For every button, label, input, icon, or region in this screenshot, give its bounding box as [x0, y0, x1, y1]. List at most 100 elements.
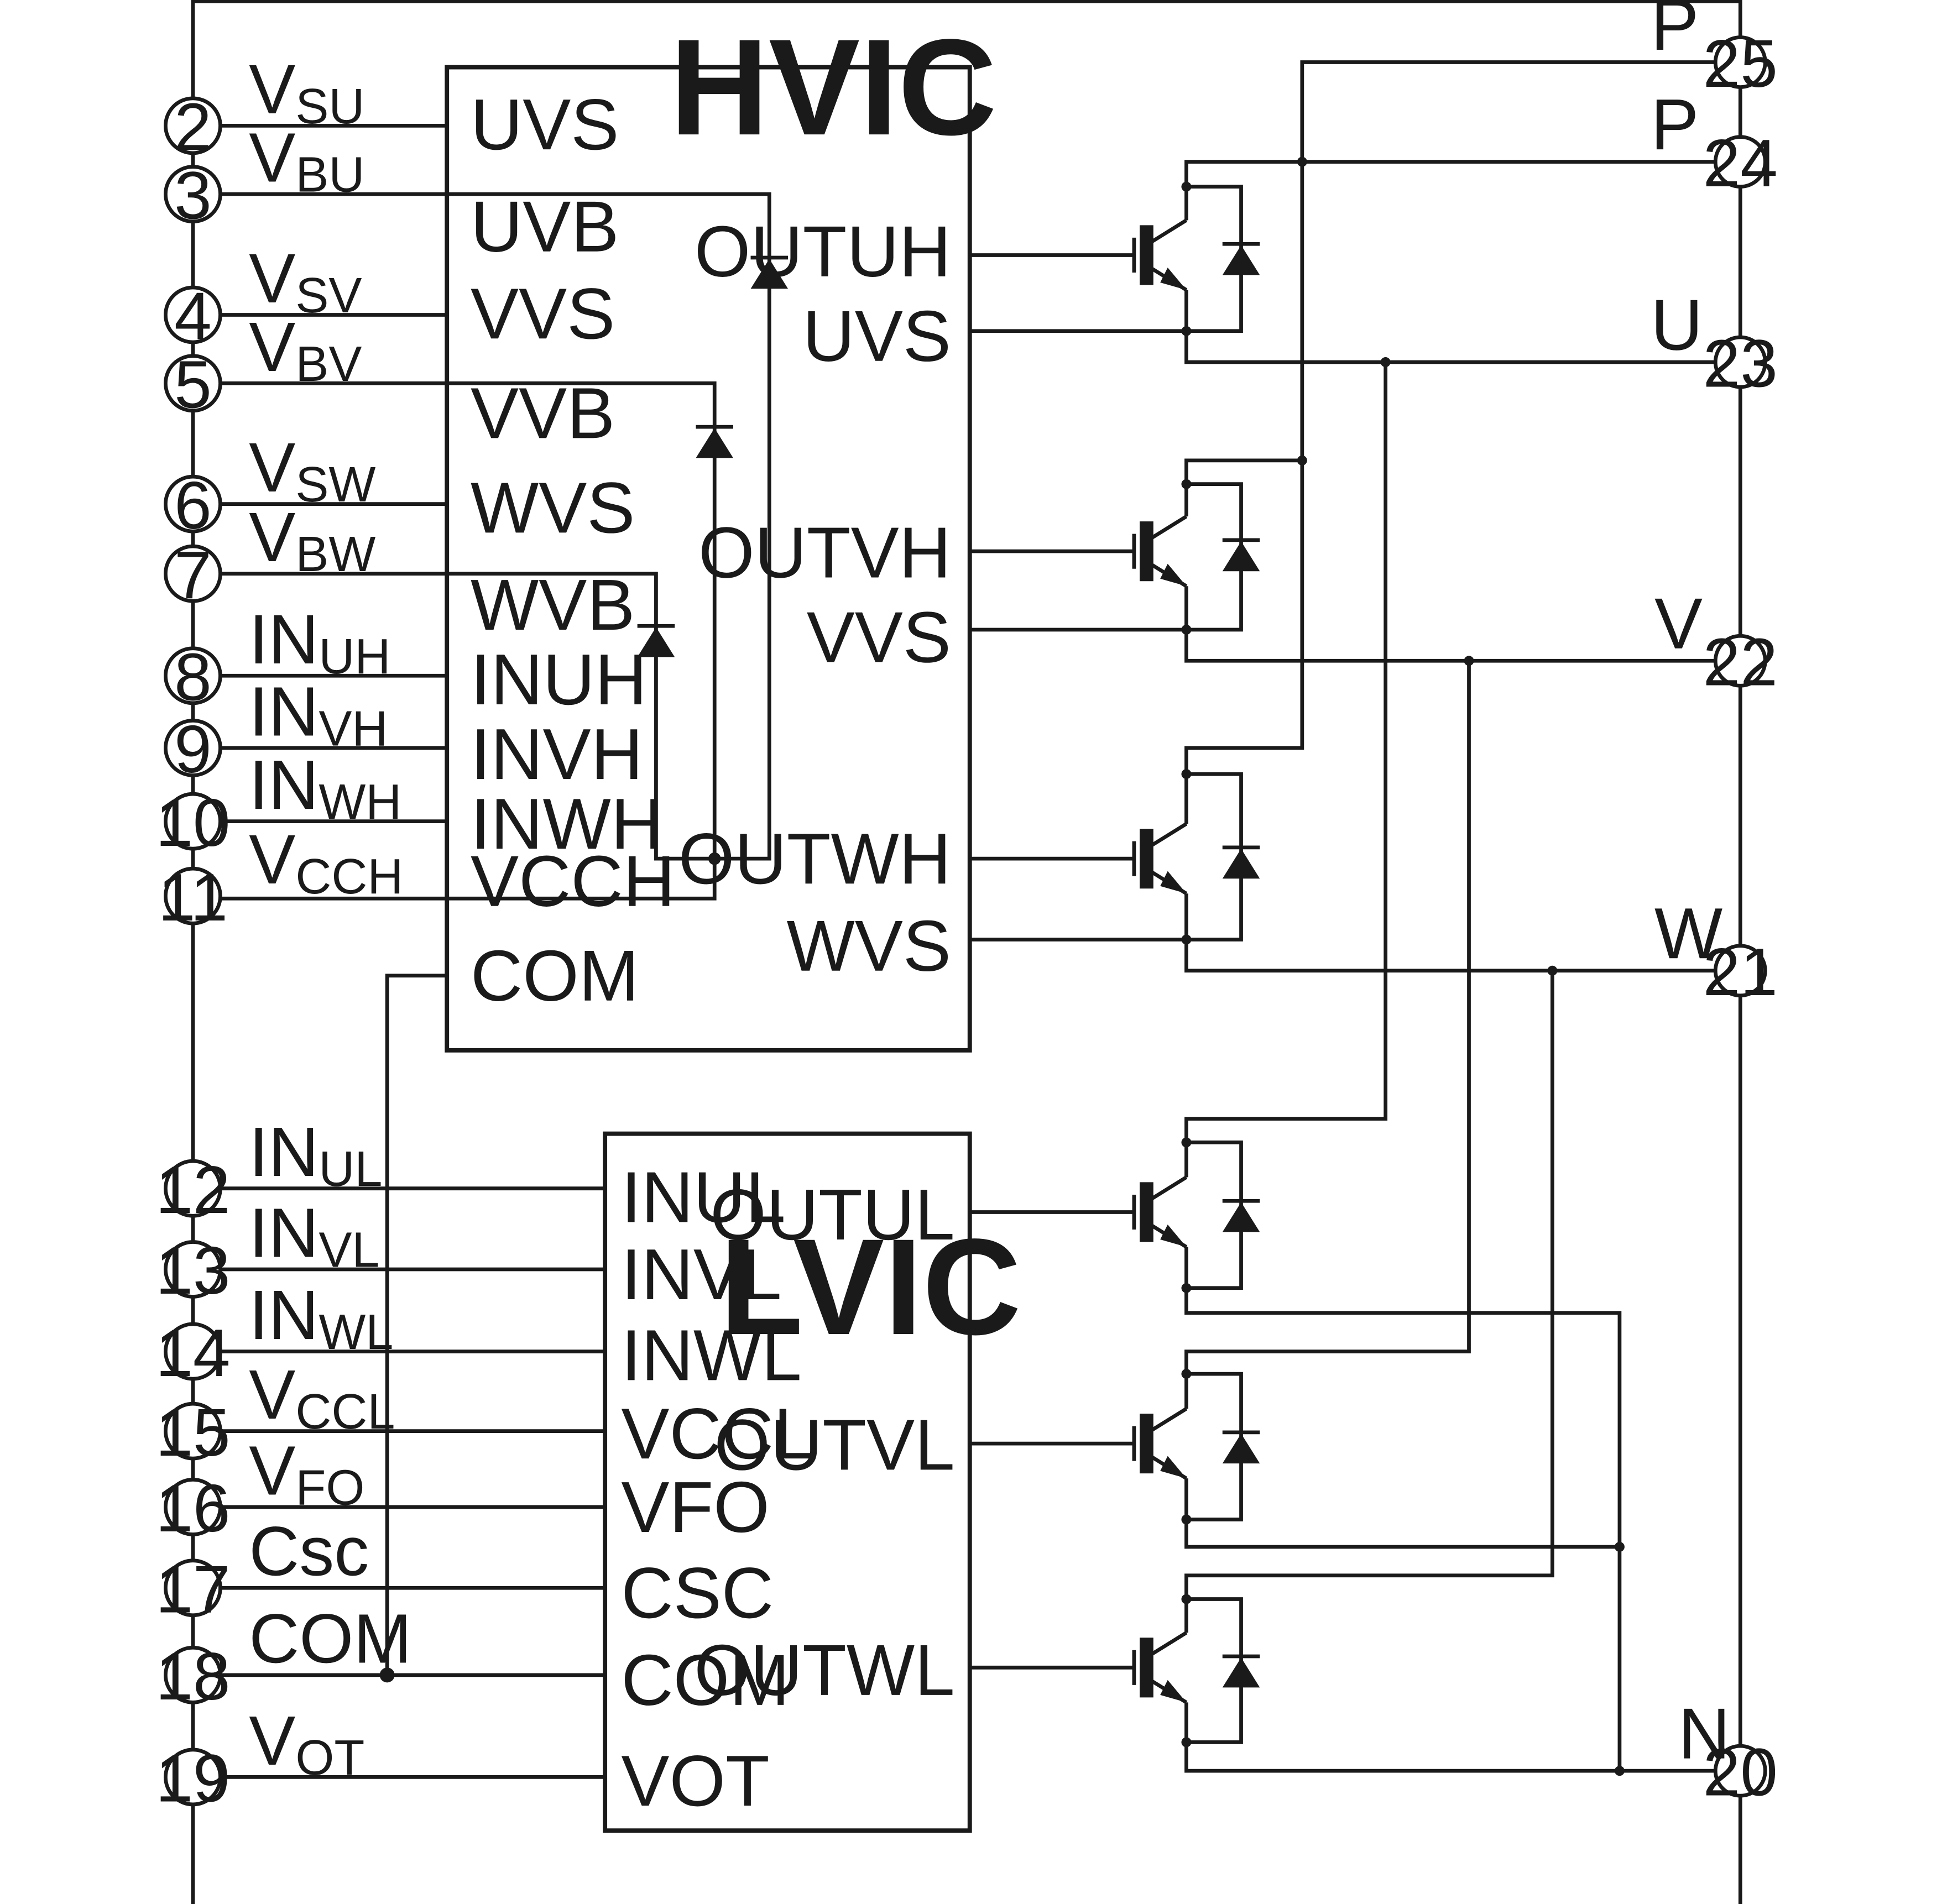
junction-dot	[1380, 357, 1391, 368]
pin-number: 16	[155, 1471, 230, 1546]
pin-17	[164, 1558, 222, 1618]
emitter-arrow	[1160, 563, 1187, 587]
terminal-label: N	[1678, 1693, 1730, 1774]
pin-number: 7	[174, 537, 212, 613]
lvic-port-label: VOT	[621, 1740, 769, 1821]
hvic-port-label: INVH	[471, 714, 643, 794]
pin-signal-label: INVL	[249, 1194, 379, 1278]
terminal-label: P	[1651, 84, 1699, 165]
pin-6	[164, 474, 222, 533]
collector-diagonal	[1149, 218, 1188, 244]
pin-23	[1713, 335, 1767, 389]
wire	[1184, 970, 1554, 1599]
pin-number: 12	[155, 1152, 230, 1227]
wire	[1184, 362, 1388, 1143]
diode-triangle	[1222, 1657, 1260, 1688]
hvic-port-label: UVB	[471, 186, 619, 267]
pin-signal-label: VFO	[249, 1431, 364, 1515]
pin-number: 5	[174, 347, 212, 422]
lvic-port-label: INUL	[621, 1157, 785, 1237]
pin-18	[164, 1645, 222, 1704]
junction-dot	[1181, 1137, 1192, 1148]
pin-number: 23	[1703, 326, 1778, 401]
diode-triangle	[1222, 1202, 1260, 1232]
junction-dot	[1547, 965, 1558, 976]
lvic-port-label: VFO	[621, 1467, 769, 1547]
hvic-port-label: COM	[471, 935, 639, 1016]
pin-signal-label: VBW	[249, 498, 375, 582]
diode-loop	[1186, 1141, 1243, 1290]
junction-dot	[1181, 624, 1192, 635]
pin-signal-label: VCCH	[249, 820, 403, 904]
wire	[1184, 331, 1741, 364]
collector-diagonal	[1149, 1407, 1188, 1433]
hvic-port-label: VCCH	[471, 841, 675, 922]
junction-dot	[1181, 326, 1192, 336]
hvic-port-label: VVS	[807, 597, 951, 678]
junction-dot	[1297, 156, 1307, 167]
junction-dot	[708, 852, 721, 865]
pin-12	[164, 1159, 222, 1218]
lvic-port-label: INWL	[621, 1315, 801, 1395]
pin-20	[1713, 1744, 1767, 1798]
junction-dot	[1181, 479, 1192, 489]
igbt-cell	[1132, 772, 1260, 941]
pin-24	[1713, 135, 1767, 189]
diode-loop	[1186, 772, 1243, 941]
pin-13	[164, 1240, 222, 1299]
pin-3	[164, 165, 222, 224]
wire	[385, 974, 447, 1675]
pin-16	[164, 1478, 222, 1536]
pin-signal-label: VSU	[249, 50, 364, 134]
terminal-label: U	[1651, 285, 1703, 365]
hvic-port-label: OUTUH	[695, 211, 951, 292]
pin-11	[164, 866, 222, 925]
hvic-port-label: OUTVH	[698, 512, 951, 593]
pin-5	[164, 354, 222, 413]
junction-dot	[1297, 455, 1307, 465]
diode-triangle	[1222, 849, 1260, 879]
pin-number: 11	[158, 860, 228, 935]
wire	[1184, 1519, 1620, 1549]
lvic-port-label: COM	[621, 1640, 790, 1720]
junction-dot	[379, 1667, 395, 1683]
pin-19	[164, 1748, 222, 1807]
igbt-cell	[1132, 1597, 1260, 1744]
pin-number: 2	[174, 90, 212, 165]
pin-signal-label: VOT	[249, 1702, 364, 1786]
pin-22	[1713, 634, 1767, 688]
module-outline	[191, 0, 1742, 1904]
pin-number: 19	[155, 1741, 230, 1816]
lvic-port-label: OUTUL	[710, 1174, 954, 1255]
hvic-port-label: WVB	[471, 564, 635, 645]
igbt-array	[1132, 185, 1260, 1744]
junction-dots	[379, 156, 1625, 1776]
pin-number: 13	[155, 1233, 230, 1308]
pin-7	[164, 544, 222, 603]
pin-25	[1713, 35, 1767, 89]
lvic-port-label: OUTWL	[694, 1630, 954, 1711]
lvic-port-label: CSC	[621, 1552, 774, 1633]
hvic-port-label: WVS	[471, 467, 635, 548]
pin-number: 18	[155, 1639, 230, 1714]
hvic-port-label: OUTWH	[678, 818, 951, 899]
pin-signal-label: VSV	[249, 239, 362, 323]
hvic-port-label: VVS	[471, 273, 615, 354]
hvic-port-label: WVS	[787, 906, 951, 986]
pin-2	[164, 96, 222, 155]
wire	[1184, 60, 1741, 775]
lvic-port-label: VCCL	[621, 1393, 813, 1474]
hvic-port-label: UVS	[803, 296, 951, 376]
junction-dot	[1181, 769, 1192, 780]
hvic-port-label: UVS	[471, 84, 619, 165]
emitter-arrow	[1160, 1224, 1187, 1247]
junction-dot	[1181, 1737, 1192, 1748]
wire	[220, 381, 717, 901]
lvic-block	[603, 1131, 972, 1833]
wire	[1184, 160, 1741, 187]
diode-triangle	[1222, 245, 1260, 275]
igbt-cell	[1132, 1141, 1260, 1290]
pin-4	[164, 285, 222, 344]
pin-signal-label: VCCL	[249, 1356, 395, 1440]
